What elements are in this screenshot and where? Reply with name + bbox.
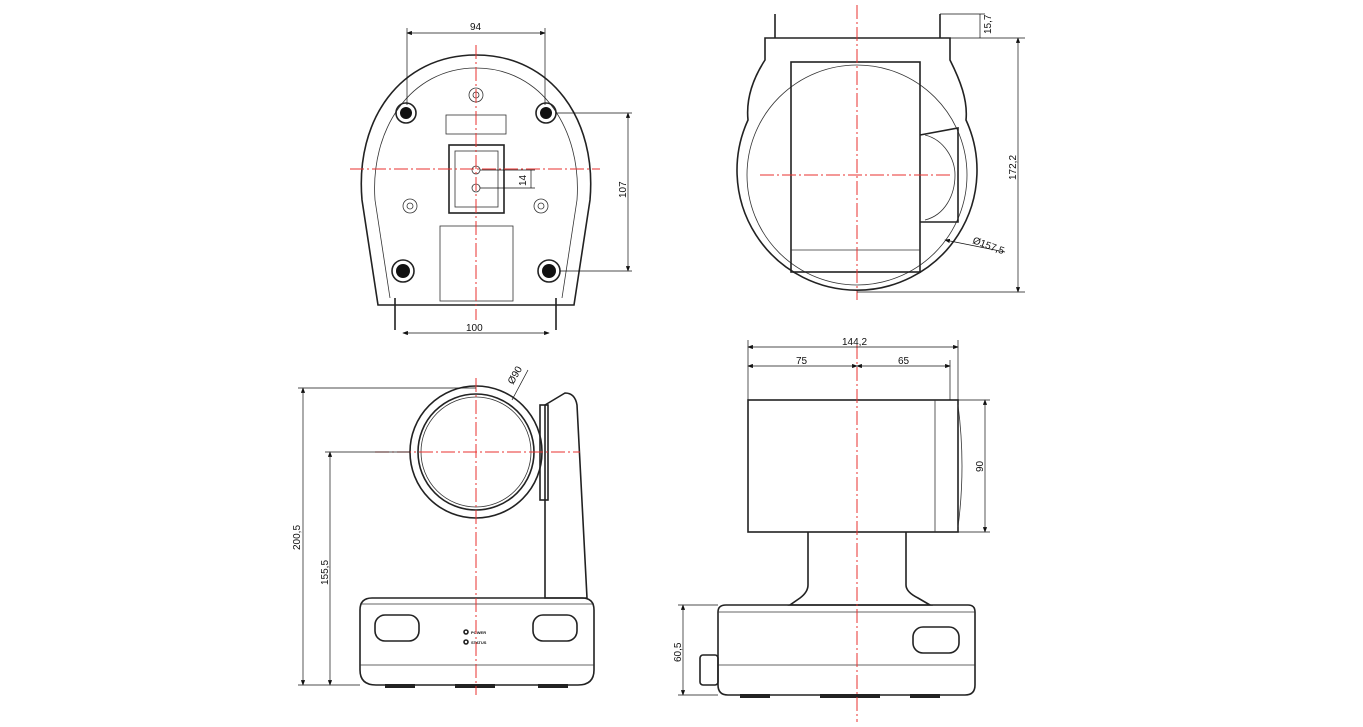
dim-bottom-hole-spacing: 14 <box>518 174 529 186</box>
dim-bottom-base-width: 100 <box>466 323 483 334</box>
dim-top-height: 172,2 <box>1008 155 1019 180</box>
dim-front-total-height: 200,5 <box>292 525 303 550</box>
dim-bottom-top-width: 94 <box>470 22 482 33</box>
dim-top-diameter: Ø157,5 <box>971 235 1006 257</box>
dim-side-right-width: 65 <box>898 356 910 367</box>
top-view: 15,7 172,2 Ø157,5 <box>736 5 1025 300</box>
dim-side-left-width: 75 <box>796 356 808 367</box>
status-label: STATUS <box>471 640 487 645</box>
dim-front-axis-height: 155,5 <box>320 560 331 585</box>
power-label: POWER <box>471 630 486 635</box>
bottom-view: 94 14 107 100 <box>350 22 632 336</box>
dim-bottom-height: 107 <box>618 181 629 198</box>
dim-side-head-height: 90 <box>975 460 986 472</box>
dim-side-base-height: 60,5 <box>673 642 684 662</box>
side-view: 144,2 75 65 90 60,5 <box>673 337 990 722</box>
dim-front-lens-diameter: Ø90 <box>506 364 525 386</box>
dim-top-tab: 15,7 <box>983 14 994 34</box>
front-view: POWER STATUS 200,5 155,5 Ø90 <box>292 364 595 695</box>
dim-side-total-width: 144,2 <box>842 337 867 348</box>
